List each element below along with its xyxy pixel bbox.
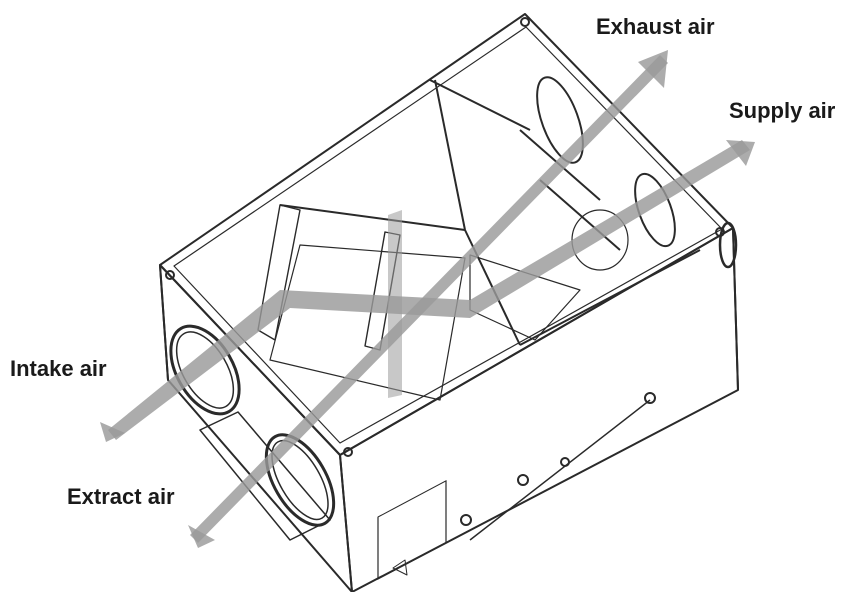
drain-tray [199,411,331,541]
supply-arrow-head [726,140,755,166]
supply-duct-collar [718,221,738,269]
extract-duct-collar [264,433,336,527]
exhaust-air-label: Exhaust air [596,14,715,39]
exhaust-fan [536,76,584,164]
airflow-arrows [100,50,755,548]
intake-arrow-tail [100,422,125,442]
exhaust-arrow-head [638,50,668,88]
warning-triangle-icon [392,559,408,576]
extract-arrow-tail [188,525,215,548]
intake-air-label: Intake air [10,356,107,381]
supply-air-label: Supply air [729,98,836,123]
extract-air-label: Extract air [67,484,175,509]
